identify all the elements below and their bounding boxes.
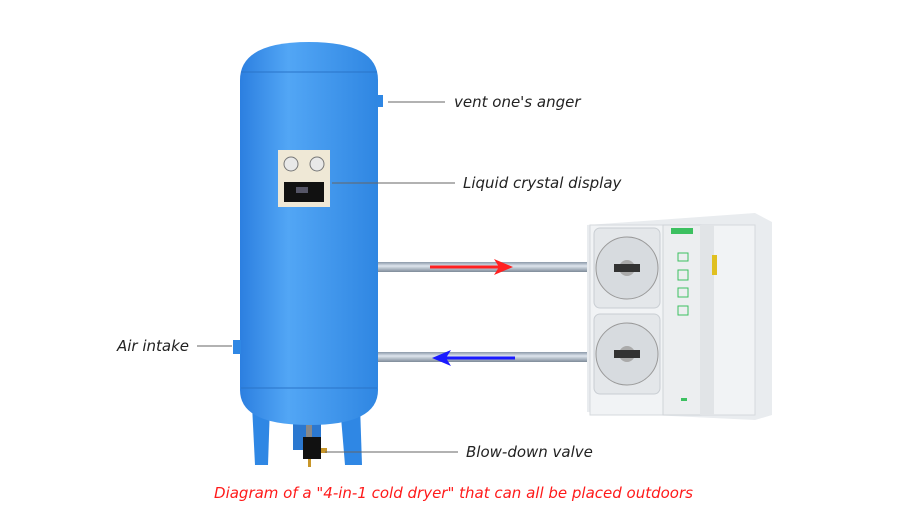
label-vent: vent one's anger xyxy=(454,93,581,111)
outdoor-unit xyxy=(587,213,772,420)
label-liquid-crystal-display: Liquid crystal display xyxy=(463,174,622,192)
diagram-caption: Diagram of a "4-in-1 cold dryer" that ca… xyxy=(214,484,693,502)
label-air-intake: Air intake xyxy=(117,337,190,355)
pressure-gauge-icon xyxy=(309,156,325,172)
blow-down-valve xyxy=(303,425,327,467)
lcd-panel xyxy=(278,150,330,207)
air-intake-port xyxy=(233,340,241,354)
cold-flow-arrow-icon xyxy=(432,350,515,366)
fan-icon xyxy=(593,313,661,395)
vent-port xyxy=(377,95,383,107)
label-blow-down-valve: Blow-down valve xyxy=(466,443,593,461)
fan-icon xyxy=(593,227,661,309)
pressure-gauge-icon xyxy=(283,156,299,172)
hot-flow-arrow-icon xyxy=(430,259,513,275)
air-tank xyxy=(240,42,378,425)
